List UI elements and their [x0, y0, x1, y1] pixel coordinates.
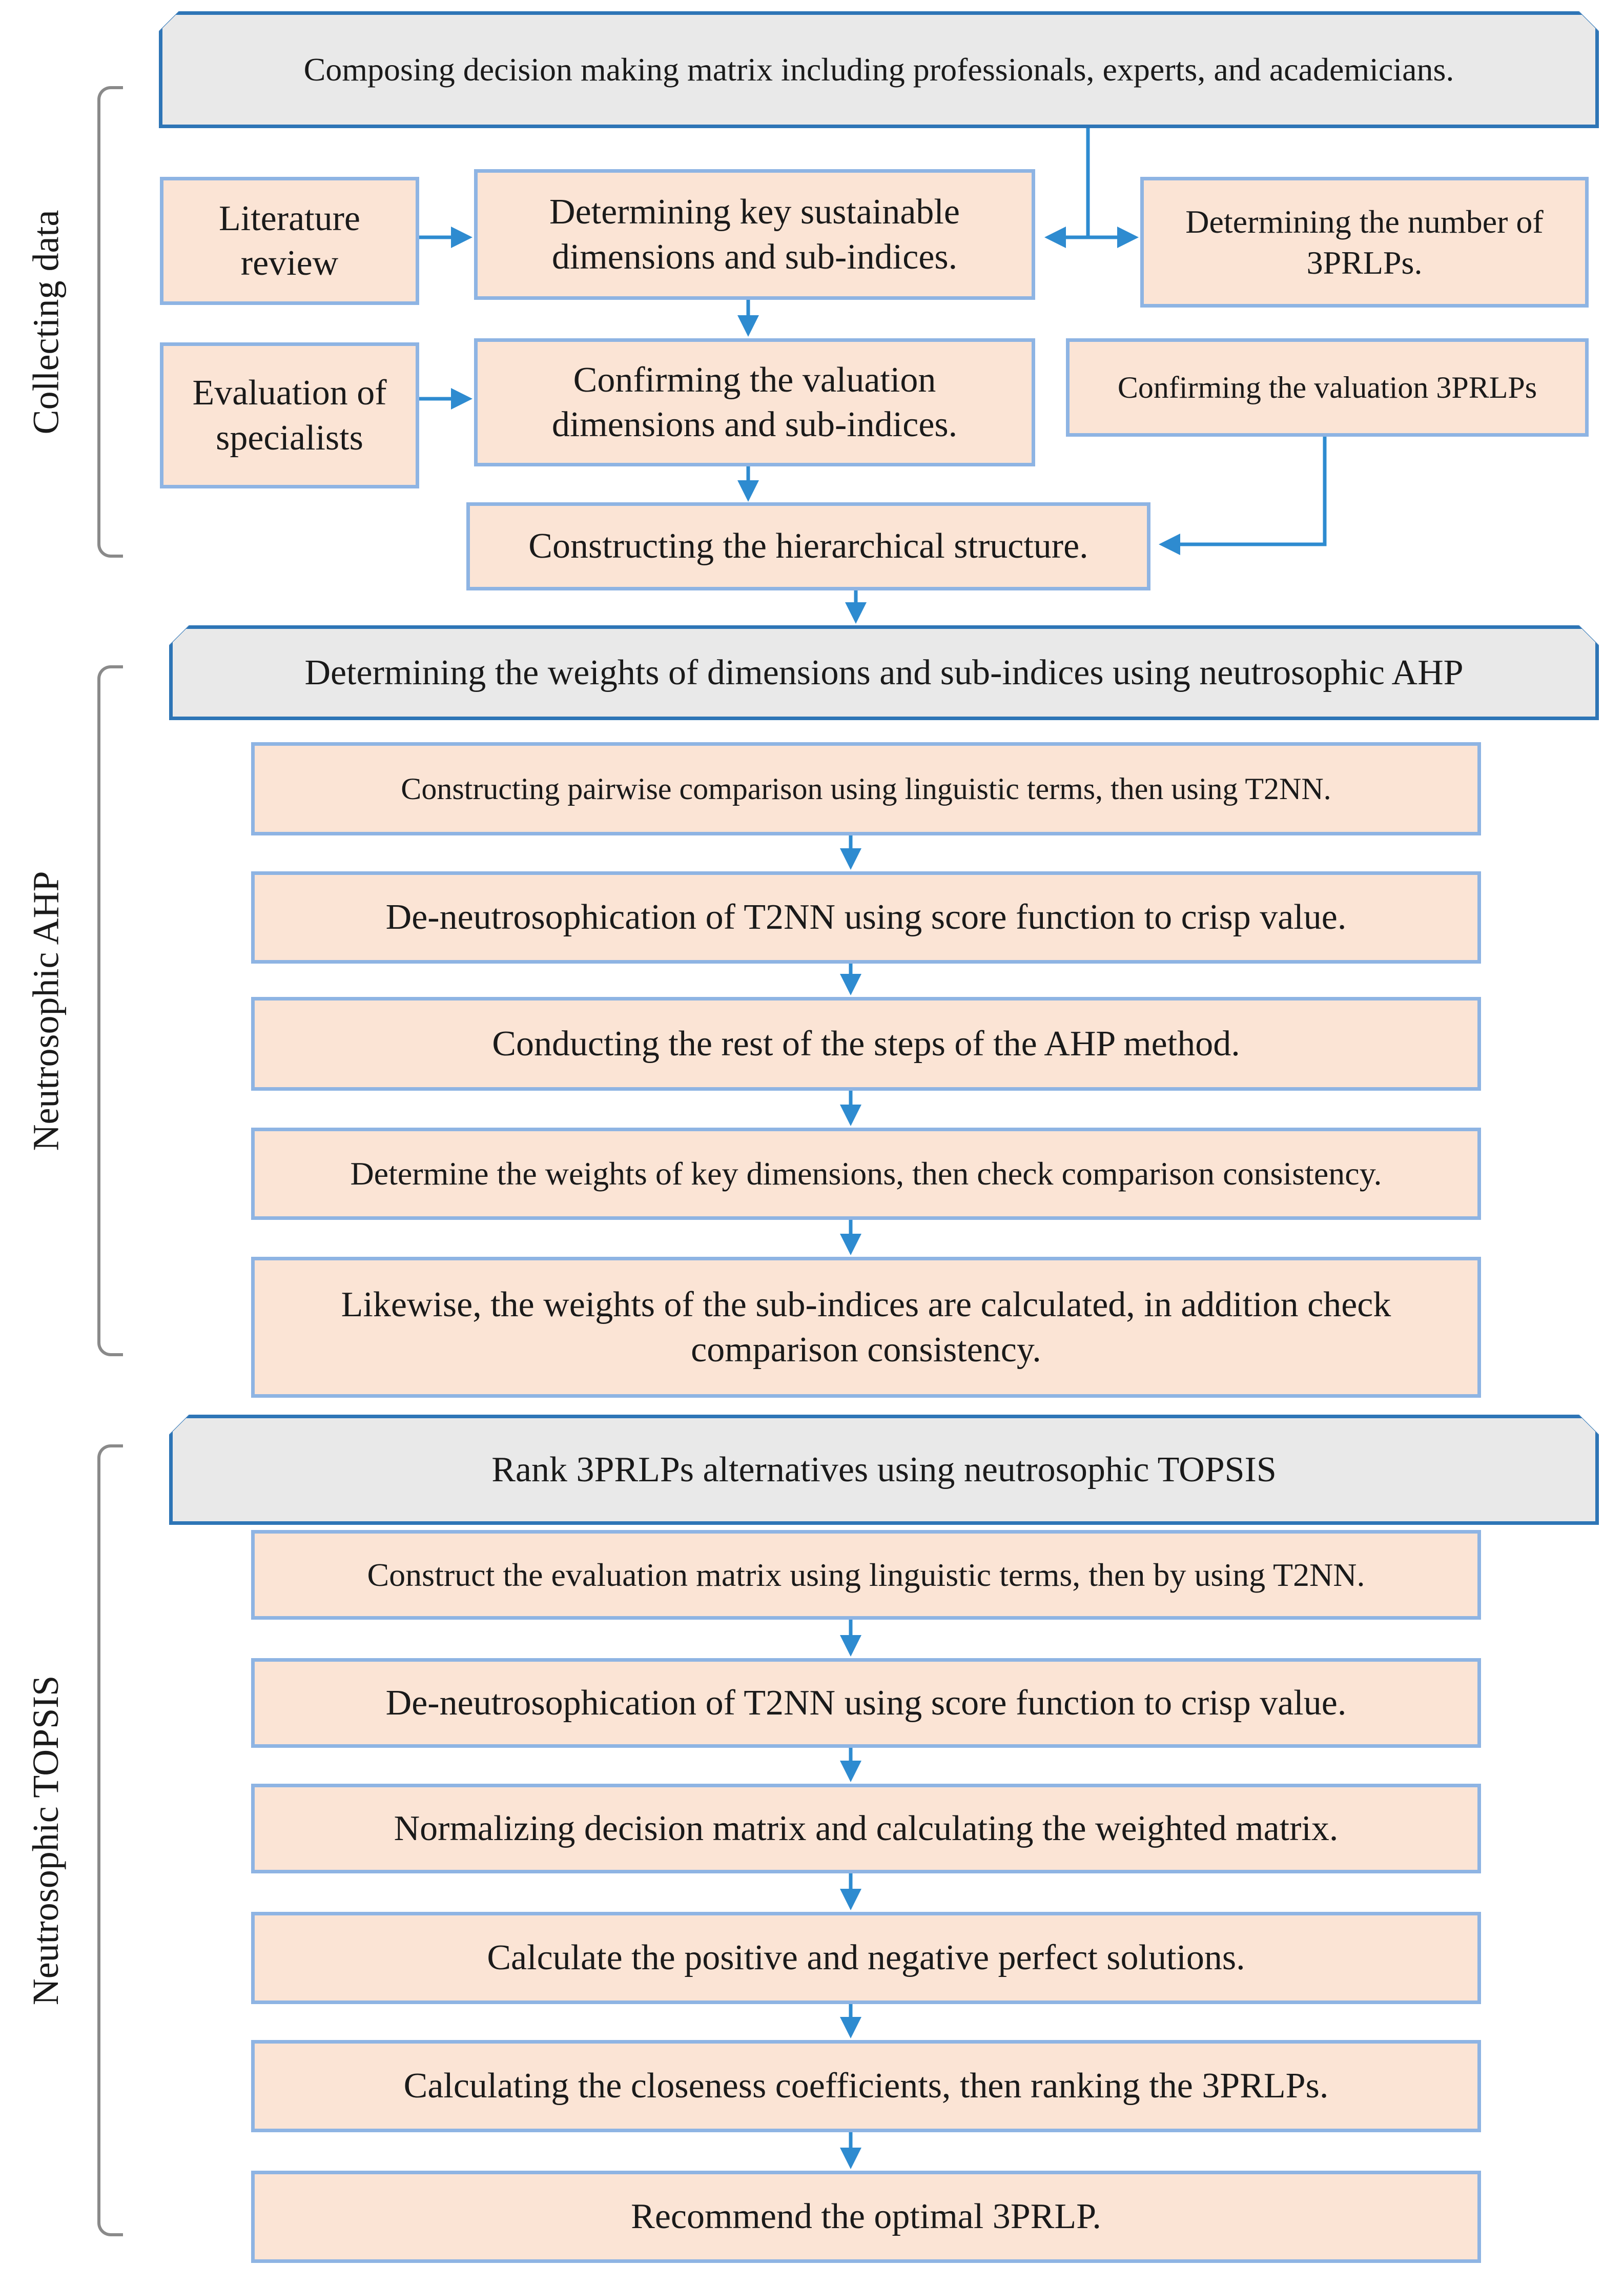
- header-topsis: Rank 3PRLPs alternatives using neutrosop…: [169, 1415, 1599, 1525]
- ahp-step-1: Constructing pairwise comparison using l…: [251, 742, 1481, 835]
- bracket-collecting: [97, 86, 123, 558]
- ahp-step-5: Likewise, the weights of the sub-indices…: [251, 1257, 1481, 1398]
- arrow-3prlps-to-hierarchy: [1159, 437, 1327, 555]
- header-ahp: Determining the weights of dimensions an…: [169, 625, 1599, 720]
- box-literature-review: Literature review: [160, 177, 419, 305]
- box-determining-key-dimensions: Determining key sustainable dimensions a…: [474, 169, 1035, 300]
- box-evaluation-specialists: Evaluation of specialists: [160, 342, 419, 488]
- topsis-step-1: Construct the evaluation matrix using li…: [251, 1530, 1481, 1620]
- section-label-ahp: Neutrosophic AHP: [25, 871, 67, 1151]
- ahp-step-4: Determine the weights of key dimensions,…: [251, 1128, 1481, 1220]
- header-compose-matrix: Composing decision making matrix includi…: [159, 11, 1599, 128]
- ahp-step-2: De-neutrosophication of T2NN using score…: [251, 871, 1481, 964]
- bracket-ahp: [97, 665, 123, 1356]
- section-label-collecting: Collecting data: [25, 210, 67, 434]
- box-hierarchical-structure: Constructing the hierarchical structure.: [466, 502, 1150, 590]
- topsis-step-6: Recommend the optimal 3PRLP.: [251, 2171, 1481, 2263]
- box-confirming-dimensions: Confirming the valuation dimensions and …: [474, 338, 1035, 466]
- topsis-step-4: Calculate the positive and negative perf…: [251, 1912, 1481, 2004]
- ahp-step-3: Conducting the rest of the steps of the …: [251, 997, 1481, 1091]
- bracket-topsis: [97, 1444, 123, 2236]
- topsis-step-2: De-neutrosophication of T2NN using score…: [251, 1658, 1481, 1748]
- section-label-topsis: Neutrosophic TOPSIS: [25, 1675, 67, 2006]
- topsis-step-3: Normalizing decision matrix and calculat…: [251, 1784, 1481, 1873]
- box-determining-number: Determining the number of 3PRLPs.: [1140, 177, 1589, 308]
- topsis-step-5: Calculating the closeness coefficients, …: [251, 2040, 1481, 2132]
- box-confirming-3prlps: Confirming the valuation 3PRLPs: [1066, 338, 1589, 437]
